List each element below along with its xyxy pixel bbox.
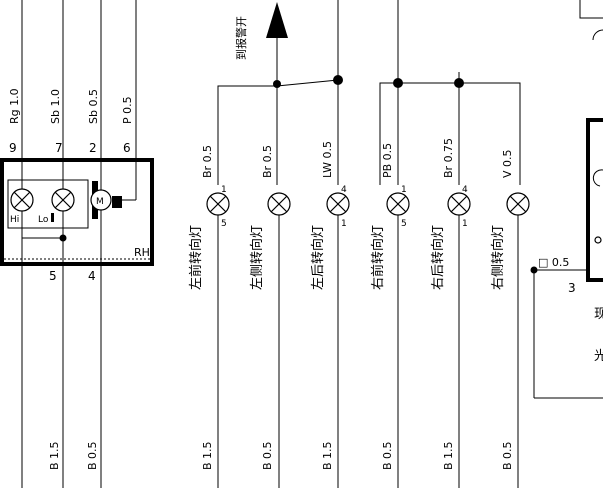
lamp-left-front [206,192,230,216]
lamp-left-rear [326,192,350,216]
wire-label-sb10: Sb 1.0 [49,89,62,124]
pin-9: 9 [9,141,17,155]
right-wire-label: □ 0.5 [538,256,569,269]
right-char-1: 现 [594,307,603,322]
bottom-wire-label: B 1.5 [201,441,214,470]
lamp-right-front [386,192,410,216]
motor-icon [90,189,112,211]
lamp-pin: 4 [462,185,468,195]
pin-6: 6 [123,141,131,155]
lamp-name: 右侧转向灯 [490,225,506,290]
right-top-line [579,0,603,19]
lamp-pin: 4 [341,185,347,195]
lamp-wire-label: Br 0.75 [442,138,455,178]
connector-rh: RH [134,246,150,259]
wire-label-rg: Rg 1.0 [8,88,21,124]
lamp-pin: 1 [341,219,347,229]
motor-block-right [112,196,122,208]
pin-4: 4 [88,269,96,283]
lamp-pin: 1 [221,185,227,195]
alarm-arrow [266,2,288,38]
bottom-wire-label: B 0.5 [381,441,394,470]
bottom-wire-label: B 1.5 [321,441,334,470]
lamp-pin: 1 [462,219,468,229]
left-bus [217,79,339,185]
hi-label: Hi [10,215,19,225]
bottom-wire-label: B 0.5 [501,441,514,470]
bottom-wire-label: B 1.5 [48,441,61,470]
lamp-wire-label: V 0.5 [501,149,514,178]
lamp-right-rear [447,192,471,216]
lamp-right-side [506,192,530,216]
wiper-inner-box [7,179,89,229]
lamp-name: 左前转向灯 [188,225,204,290]
lamp-wire-label: LW 0.5 [321,141,334,178]
bottom-wire-label: B 0.5 [86,441,99,470]
lamp-wire-label: Br 0.5 [261,145,274,178]
lamp-left-side [267,192,291,216]
lo-marker [51,213,54,222]
wiper-switch-box [0,158,154,266]
lamp-name: 右前转向灯 [370,225,386,290]
lamp-wire-label: PB 0.5 [381,143,394,178]
pin-2: 2 [89,141,97,155]
right-bus [379,82,521,185]
lamp-pin: 1 [401,185,407,195]
right-module-box [586,118,603,282]
right-pin-3: 3 [568,281,576,295]
motor-label: M [96,197,104,207]
alarm-label: 到报警开 [234,16,248,60]
wire-label-sb05: Sb 0.5 [87,89,100,124]
lamp-name: 左后转向灯 [310,225,326,290]
lamp-name: 右后转向灯 [430,225,446,290]
right-char-2: 光 [594,349,603,364]
lo-label: Lo [38,215,49,225]
wire-label-p05: P 0.5 [121,96,134,124]
lamp-wire-label: Br 0.5 [201,145,214,178]
pin-7: 7 [55,141,63,155]
lamp-pin: 5 [401,219,407,229]
lamp-name: 左侧转向灯 [249,225,265,290]
lamp-pin: 5 [221,219,227,229]
bottom-wire-label: B 1.5 [442,441,455,470]
bottom-wire-label: B 0.5 [261,441,274,470]
pin-5: 5 [49,269,57,283]
